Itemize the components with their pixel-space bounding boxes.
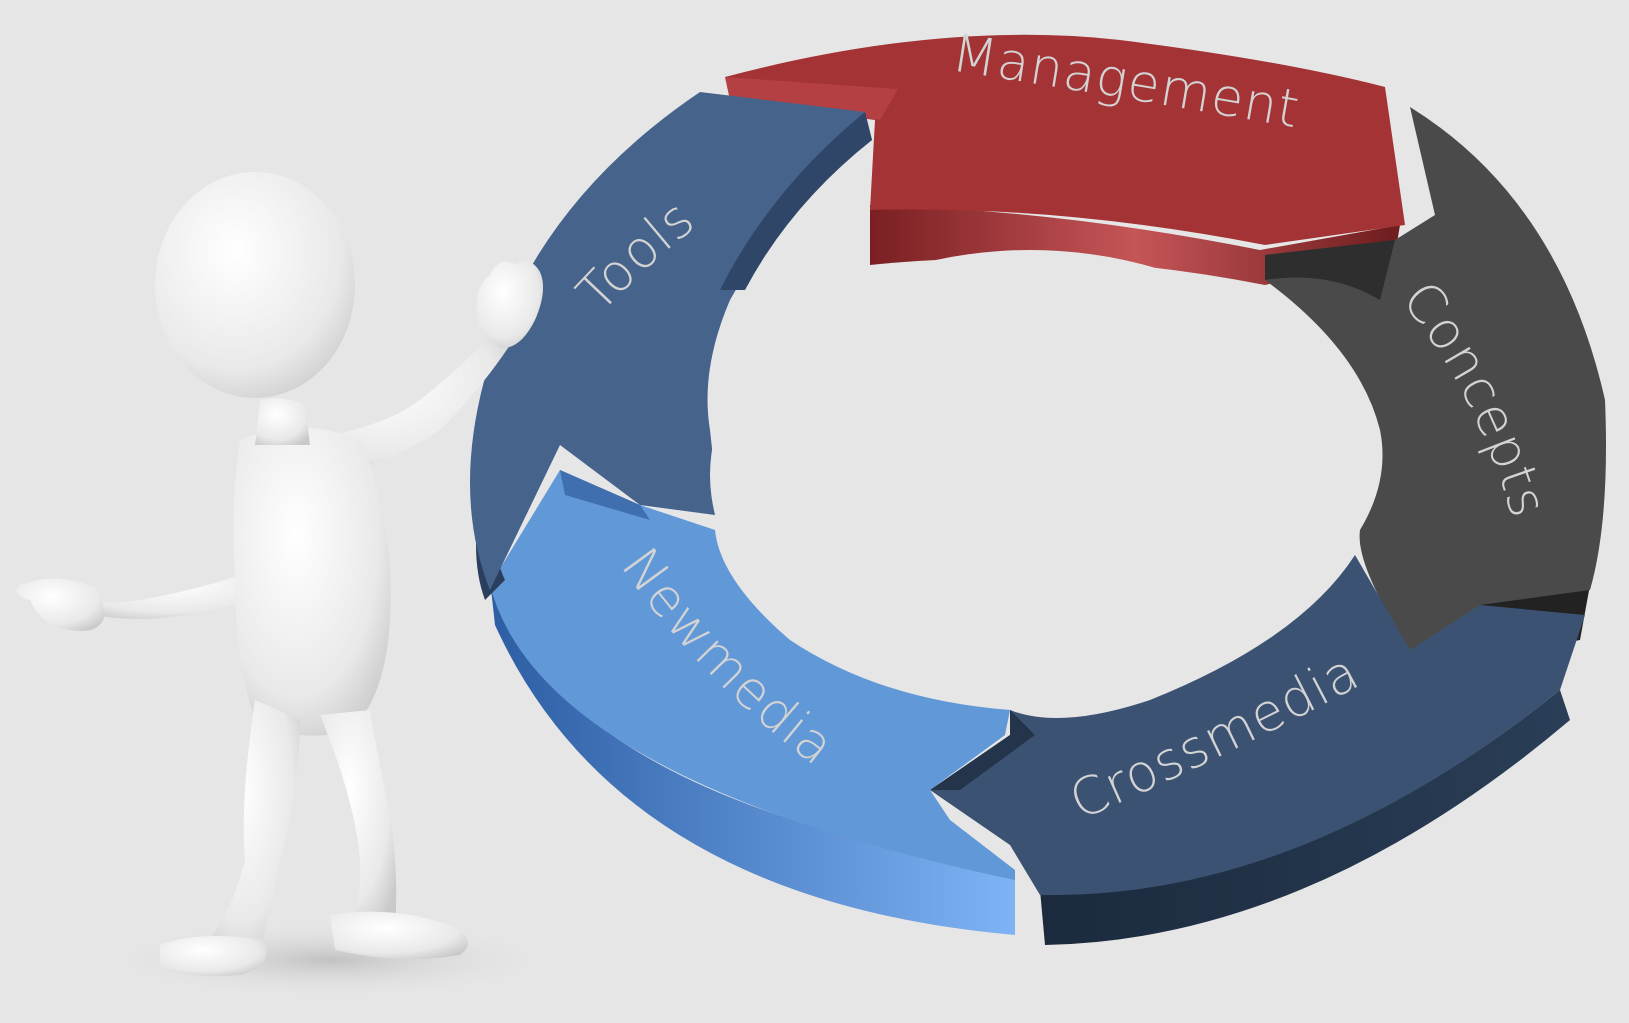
figure-right-foot bbox=[330, 911, 468, 959]
figure-left-foot bbox=[160, 936, 268, 977]
stick-figure-presenter-icon bbox=[16, 172, 560, 1000]
figure-torso bbox=[233, 427, 391, 736]
ring-inner-hole bbox=[710, 250, 1350, 700]
segment-crossmedia bbox=[930, 555, 1585, 945]
figure-left-leg bbox=[200, 700, 300, 955]
figure-right-leg bbox=[320, 710, 397, 930]
figure-head bbox=[155, 172, 355, 398]
segment-tools bbox=[470, 92, 872, 600]
segment-newmedia bbox=[490, 470, 1015, 935]
figure-neck bbox=[255, 398, 310, 445]
figure-left-hand bbox=[16, 578, 106, 631]
figure-raised-hand bbox=[476, 261, 544, 349]
